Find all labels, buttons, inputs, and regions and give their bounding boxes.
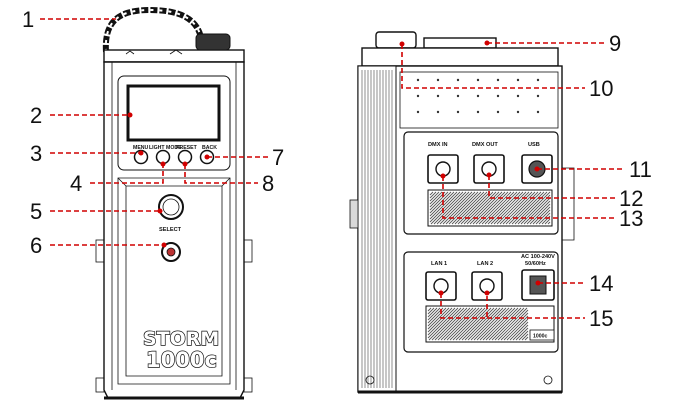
callout-5: 5 (30, 199, 42, 224)
select-knob (158, 194, 184, 220)
callout-11: 11 (629, 157, 652, 182)
callout-12: 12 (619, 186, 643, 211)
callout-3: 3 (30, 141, 42, 166)
callout-10: 10 (589, 76, 613, 101)
light-mode-button-label: LIGHT MODE (149, 145, 182, 151)
select-knob-label: SELECT (159, 227, 182, 233)
carry-handle (102, 6, 206, 53)
dmx-in-label: DMX IN (428, 142, 448, 148)
lan1-label: LAN 1 (431, 261, 447, 267)
callout-15: 15 (589, 306, 613, 331)
lan2-label: LAN 2 (477, 261, 493, 267)
preset-button-label: PRESET (176, 145, 198, 151)
front-buttons: MENU LIGHT MODE PRESET BACK (133, 145, 217, 165)
callout-numbers: 1 2 3 4 5 6 7 8 9 10 11 12 13 14 15 (22, 7, 652, 331)
side-model-tag: 1000c (533, 334, 548, 340)
menu-button-label: MENU (133, 145, 149, 151)
callout-4: 4 (70, 171, 82, 196)
side-top-knob (375, 31, 417, 49)
front-view: MENU LIGHT MODE PRESET BACK SELECT STORM… (95, 6, 253, 400)
usb-label: USB (528, 142, 540, 148)
callout-7: 7 (272, 145, 284, 170)
callout-6: 6 (30, 233, 42, 258)
dmx-out-label: DMX OUT (472, 142, 498, 148)
callout-leaders (40, 18, 625, 319)
ac-label-line2: 50/60Hz (525, 261, 546, 267)
callout-8: 8 (262, 171, 274, 196)
back-button-label: BACK (202, 145, 217, 151)
top-knob (195, 33, 231, 51)
callout-2: 2 (30, 103, 42, 128)
callout-9: 9 (609, 31, 621, 56)
brand-name: STORM (143, 328, 219, 350)
ac-label-line1: AC 100-240V (521, 254, 555, 260)
callout-13: 13 (619, 206, 643, 231)
brand-model: 1000c (146, 348, 217, 372)
heat-fins (361, 70, 393, 388)
lcd-screen (126, 84, 221, 142)
callout-1: 1 (22, 7, 34, 32)
side-view: DMX IN DMX OUT USB LAN 1 LAN 2 AC 100-24… (349, 31, 575, 394)
callout-14: 14 (589, 271, 613, 296)
